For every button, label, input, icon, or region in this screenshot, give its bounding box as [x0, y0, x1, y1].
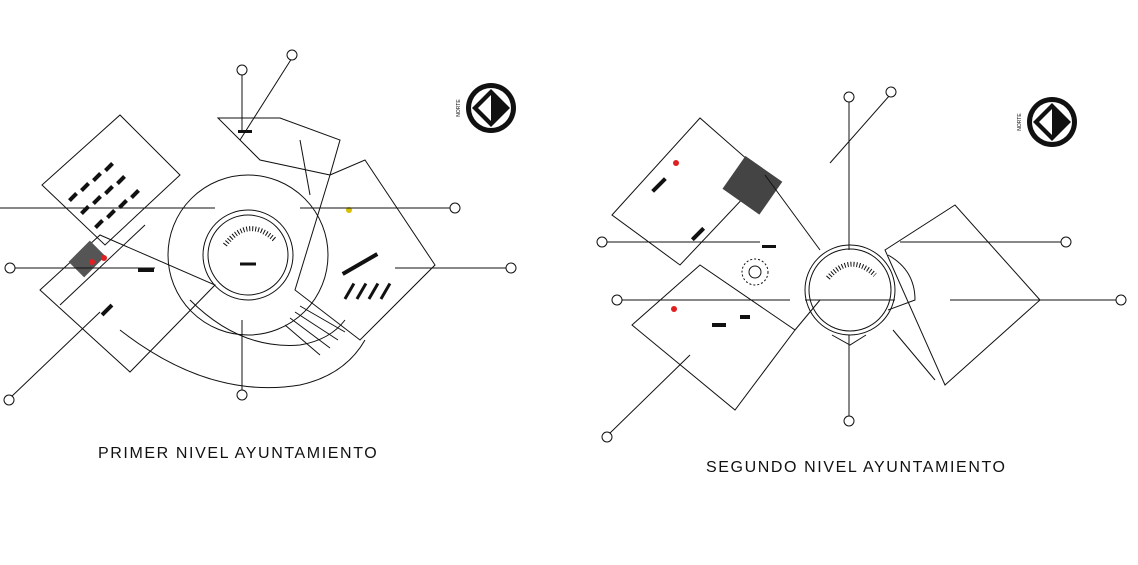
red-marker — [101, 255, 107, 261]
hatched-zone — [68, 240, 106, 278]
spiral-stair — [826, 261, 877, 280]
right-wing-furniture — [341, 252, 392, 300]
hatched-zone — [722, 155, 783, 215]
north-arrow-primer: NORTE — [456, 83, 516, 133]
right-wing — [294, 159, 436, 341]
central-rotunda — [202, 209, 294, 301]
roof-outline — [884, 204, 1041, 386]
lower-stair — [284, 305, 346, 356]
outer-curved-wall — [119, 329, 366, 389]
plan-primer-nivel — [0, 57, 510, 399]
left-wing-desks — [68, 162, 140, 229]
plan-segundo-nivel — [605, 94, 1120, 436]
lower-left-wing — [39, 234, 216, 373]
north-label: NORTE — [456, 99, 462, 117]
spiral-stair — [223, 226, 277, 247]
axis-markers-segundo — [596, 86, 1127, 443]
red-marker — [673, 160, 679, 166]
top-wing — [216, 117, 341, 176]
plan-title-primer-nivel: PRIMER NIVEL AYUNTAMIENTO — [98, 445, 379, 462]
plan-title-segundo-nivel: SEGUNDO NIVEL AYUNTAMIENTO — [706, 459, 1007, 476]
north-label: NORTE — [1017, 113, 1023, 131]
round-table — [741, 258, 769, 286]
north-arrow-segundo: NORTE — [1017, 97, 1077, 147]
inner-curved-wall — [189, 299, 346, 346]
axis-markers-primer — [3, 49, 517, 406]
rotunda-right — [804, 244, 896, 336]
red-marker — [89, 259, 95, 265]
left-wing-room — [41, 114, 181, 246]
red-marker — [671, 306, 677, 312]
